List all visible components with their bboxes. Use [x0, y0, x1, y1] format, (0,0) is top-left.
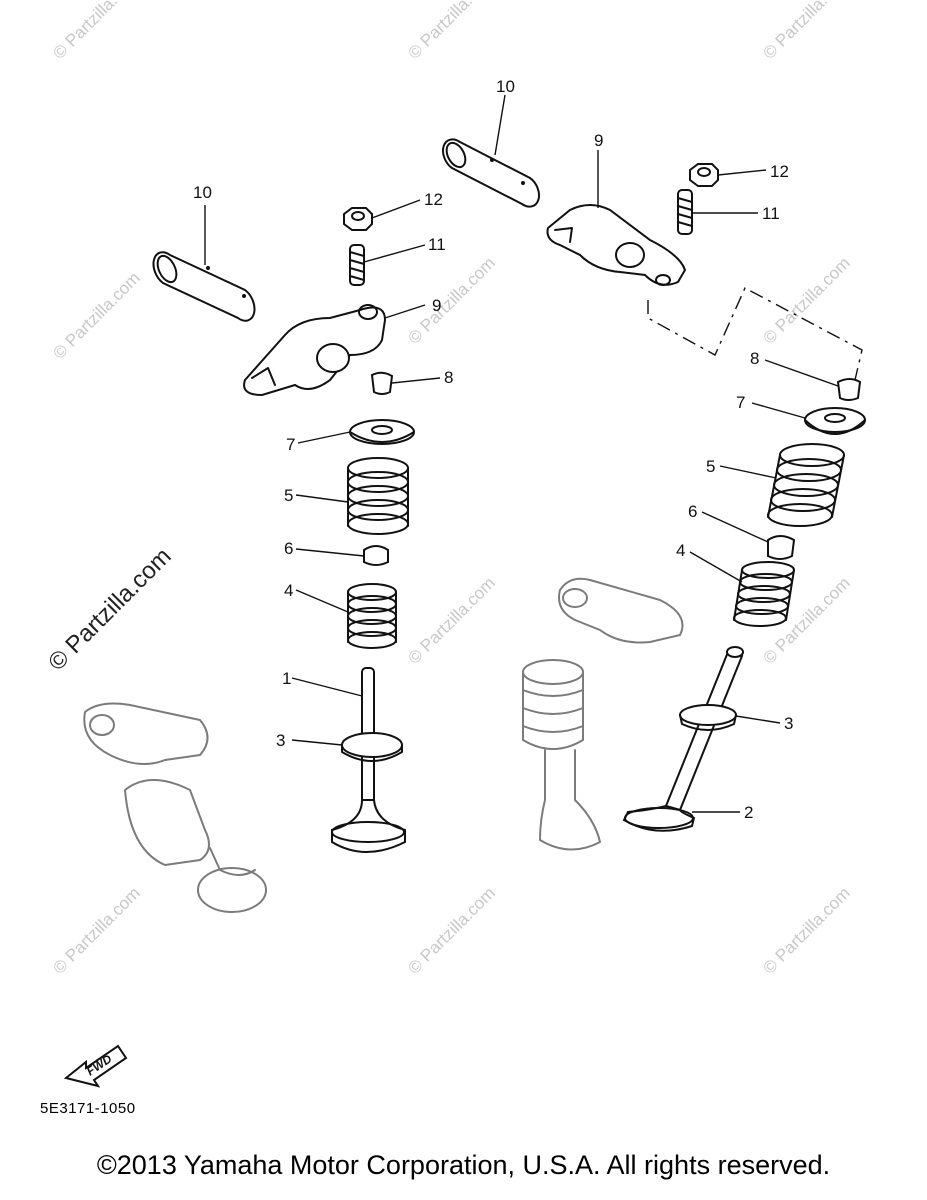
callout-11-right: 11: [762, 204, 780, 223]
valve-seal-right: [767, 535, 796, 560]
watermark: © Partzilla.com: [404, 0, 498, 63]
callout-8-left: 8: [444, 368, 453, 387]
callout-6-right: 6: [688, 502, 697, 521]
outer-spring-left: [347, 457, 409, 535]
valve-cotter-right: [836, 378, 862, 401]
rocker-arm-right: [546, 204, 687, 286]
callout-7-left: 7: [286, 435, 295, 454]
inner-spring-left: [347, 583, 397, 649]
background-sketch-left: [83, 702, 267, 913]
callout-3-left: 3: [276, 731, 285, 750]
copyright-notice: ©2013 Yamaha Motor Corporation, U.S.A. A…: [96, 1150, 831, 1180]
spring-retainer-right: [804, 407, 866, 435]
callout-5-right: 5: [706, 457, 715, 476]
callout-10-right: 10: [496, 77, 515, 96]
watermark: © Partzilla.com: [759, 0, 853, 63]
callout-11-left: 11: [428, 235, 446, 254]
callout-7-right: 7: [736, 393, 745, 412]
watermark: © Partzilla.com: [49, 268, 143, 362]
watermark: © Partzilla.com: [759, 573, 853, 667]
adjuster-left: [343, 207, 373, 286]
callout-9-right: 9: [594, 131, 603, 150]
callout-1: 1: [282, 669, 291, 688]
callout-12-right: 12: [770, 162, 789, 181]
spring-retainer-left: [349, 419, 415, 445]
rocker-shaft-left: [152, 251, 256, 322]
watermark: © Partzilla.com: [759, 253, 853, 347]
inner-spring-right: [733, 561, 795, 627]
exhaust-valve: [622, 646, 744, 832]
outer-spring-right: [767, 443, 845, 527]
callout-8-right: 8: [750, 349, 759, 368]
watermark: © Partzilla.com: [759, 883, 853, 977]
rocker-arm-left: [243, 304, 387, 397]
watermark: © Partzilla.com: [404, 573, 498, 667]
valve-cotter-left: [370, 371, 394, 395]
adjuster-right: [677, 163, 719, 235]
watermark: © Partzilla.com: [49, 883, 143, 977]
valve-seal-left: [363, 545, 389, 566]
callout-4-right: 4: [676, 541, 685, 560]
intake-valve: [331, 667, 406, 853]
watermark-main: © Partzilla.com: [43, 543, 176, 676]
callout-2: 2: [744, 803, 753, 822]
callout-numbers: 10 10 9 12 11 9 8 7 5 6 4 1 3 12 11 8 7 …: [193, 77, 793, 822]
callout-3-right: 3: [784, 714, 793, 733]
callout-5-left: 5: [284, 486, 293, 505]
background-sketch-right: [522, 577, 684, 851]
watermark: © Partzilla.com: [404, 883, 498, 977]
callout-10-left: 10: [193, 183, 212, 202]
part-code: 5E3171-1050: [40, 1100, 136, 1117]
forward-arrow-icon: FWD: [63, 1044, 128, 1088]
callout-6-left: 6: [284, 539, 293, 558]
callout-4-left: 4: [284, 581, 293, 600]
callout-9-left: 9: [432, 296, 441, 315]
rocker-shaft-right: [442, 138, 540, 208]
watermark: © Partzilla.com: [49, 0, 143, 63]
watermark: © Partzilla.com: [404, 253, 498, 347]
callout-12-left: 12: [424, 190, 443, 209]
leader-lines: [204, 94, 839, 813]
